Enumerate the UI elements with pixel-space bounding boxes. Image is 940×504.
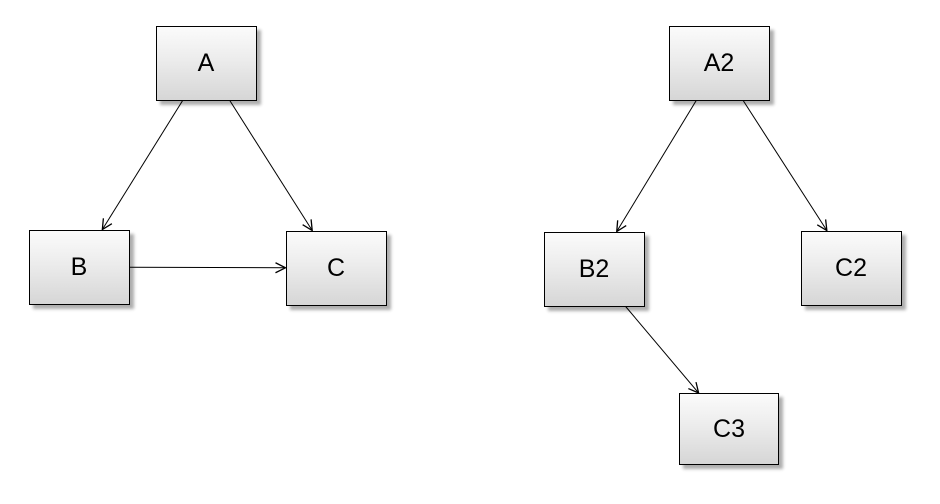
node-C3: C3 bbox=[679, 393, 779, 465]
node-label-B2: B2 bbox=[578, 254, 610, 283]
node-label-C2: C2 bbox=[835, 253, 867, 282]
node-C2: C2 bbox=[800, 230, 902, 306]
node-A: A bbox=[155, 25, 257, 101]
node-C: C bbox=[285, 230, 387, 306]
node-B: B bbox=[28, 229, 130, 305]
node-label-A: A bbox=[197, 48, 215, 77]
node-label-C3: C3 bbox=[713, 414, 745, 443]
node-label-A2: A2 bbox=[703, 48, 735, 77]
node-label-C: C bbox=[326, 253, 346, 282]
node-B2: B2 bbox=[543, 231, 645, 307]
node-A2: A2 bbox=[668, 25, 770, 101]
node-label-B: B bbox=[70, 252, 88, 281]
